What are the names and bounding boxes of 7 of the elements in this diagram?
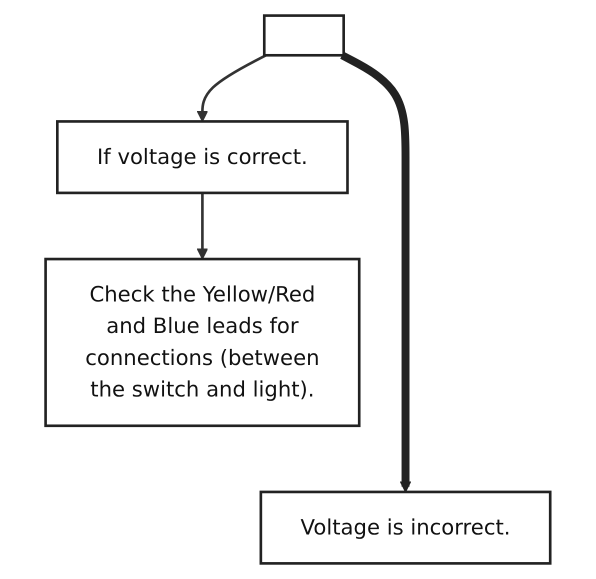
node-box: Check the Yellow/Red and Blue leads for connections (between the switch and light). (44, 258, 361, 428)
arrow (196, 54, 267, 122)
node-box (263, 14, 346, 57)
node-box: Voltage is incorrect. (260, 490, 552, 565)
node-box: If voltage is correct. (56, 120, 349, 194)
arrow (196, 192, 208, 260)
arrow (340, 52, 412, 492)
